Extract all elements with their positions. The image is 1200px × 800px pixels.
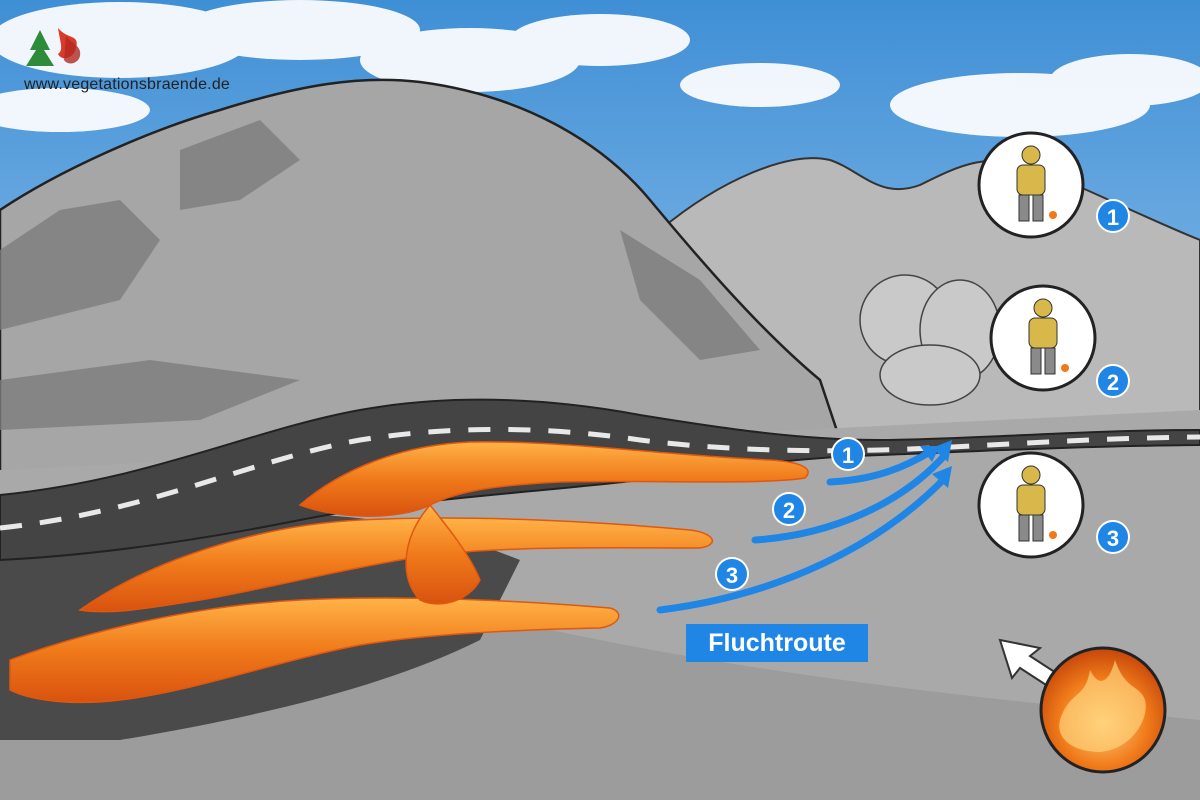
route-arrow-3 <box>656 474 949 614</box>
tree-shadows <box>0 120 760 430</box>
road-markings <box>0 426 1200 531</box>
firefighter-step-3: 3 <box>1096 520 1130 554</box>
wildfire-icon <box>1039 646 1167 774</box>
clouds <box>0 0 1200 137</box>
firefighter-portrait-2 <box>989 284 1097 392</box>
route-marker-1: 1 <box>831 437 865 471</box>
firefighter-step-1: 1 <box>1096 199 1130 233</box>
route-arrowheads <box>920 440 952 488</box>
logo-url: www.vegetationsbraende.de <box>24 76 231 93</box>
escape-route-arrows <box>656 448 949 614</box>
rock-outcrop <box>859 274 1001 406</box>
firefighter-portrait-1 <box>977 131 1085 239</box>
route-marker-2: 2 <box>772 492 806 526</box>
tree-flame-logo-icon <box>26 28 81 66</box>
escape-route-label: Fluchtroute <box>686 624 868 662</box>
route-arrow-1 <box>826 448 934 486</box>
firefighter-step-2: 2 <box>1096 364 1130 398</box>
route-arrow-2 <box>751 451 949 544</box>
route-marker-3: 3 <box>715 557 749 591</box>
firefighter-portrait-3 <box>977 451 1085 559</box>
fire-front <box>9 441 809 704</box>
